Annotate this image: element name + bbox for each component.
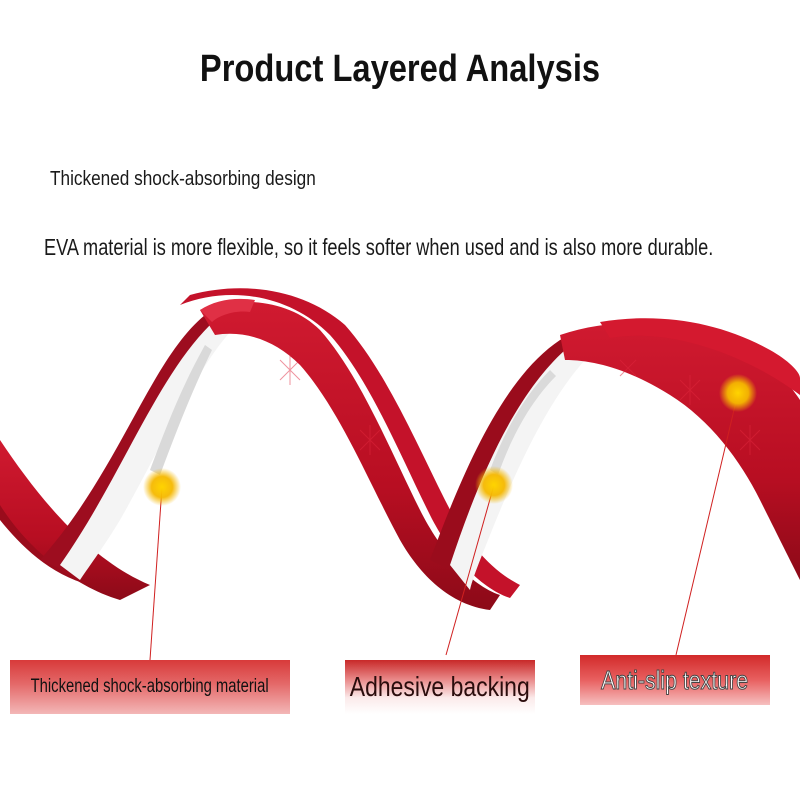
anti-slip-pattern bbox=[279, 355, 761, 455]
description: EVA material is more flexible, so it fee… bbox=[44, 234, 714, 260]
tape-band-right bbox=[560, 318, 800, 580]
label-middle-text: Adhesive backing bbox=[350, 671, 530, 702]
leader-line-left bbox=[149, 486, 163, 661]
tape-loop-first bbox=[40, 305, 245, 580]
leader-line-right bbox=[675, 392, 739, 656]
label-shock-absorbing-material: Thickened shock-absorbing material bbox=[10, 660, 290, 714]
leader-lines bbox=[149, 392, 739, 661]
label-right-text: Anti-slip texture bbox=[601, 664, 749, 695]
label-left-text: Thickened shock-absorbing material bbox=[30, 676, 270, 697]
marker-dot-icon bbox=[475, 466, 513, 504]
subtitle: Thickened shock-absorbing design bbox=[50, 168, 316, 190]
marker-dot-icon bbox=[719, 374, 757, 412]
page-title: Product Layered Analysis bbox=[199, 48, 601, 90]
tape-loop-second bbox=[430, 328, 640, 590]
tape-band-middle bbox=[180, 288, 520, 610]
leader-line-middle bbox=[445, 484, 495, 656]
marker-dot-icon bbox=[143, 468, 181, 506]
label-anti-slip-texture: Anti-slip texture bbox=[580, 655, 770, 705]
label-adhesive-backing: Adhesive backing bbox=[345, 660, 535, 714]
